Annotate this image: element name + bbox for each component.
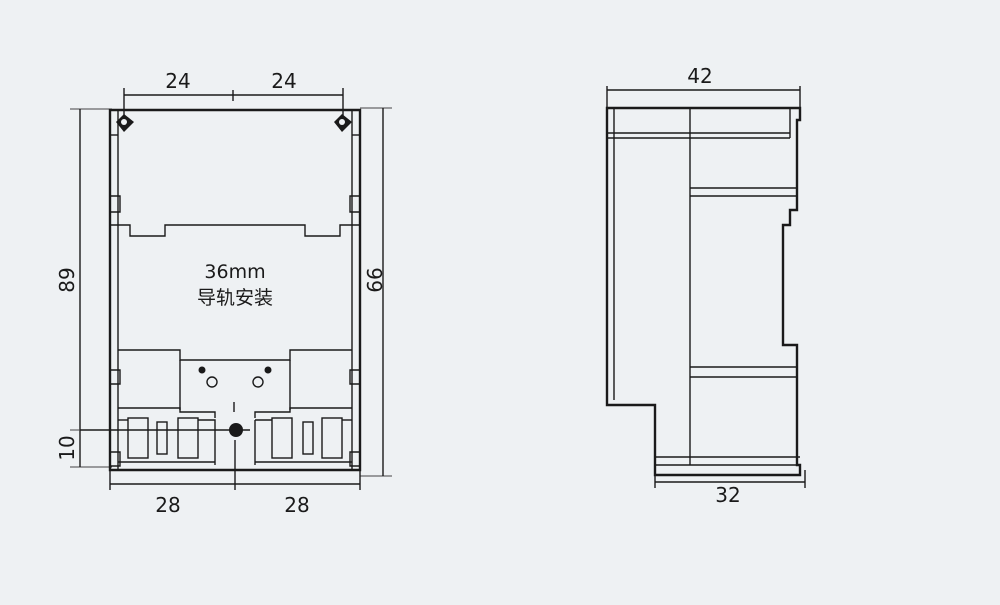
dim-label-right-height: 99: [362, 267, 386, 292]
front-view: 24 24 89 10 99 28 28: [55, 69, 392, 517]
dim-right-99: 99: [360, 107, 392, 477]
dim-left-10: 10: [55, 429, 125, 461]
side-body-outline: [605, 106, 802, 477]
dim-bottom-32: 32: [654, 470, 806, 507]
dim-label-side-top: 42: [687, 64, 712, 88]
mount-screw-left-icon: [116, 114, 134, 132]
center-reference-mark: [80, 402, 250, 437]
dim-left-89: 89: [55, 108, 112, 468]
dim-label-left-height: 89: [55, 267, 79, 292]
dim-label-top-right: 24: [271, 69, 296, 93]
dim-label-bottom-right: 28: [284, 493, 309, 517]
mount-screw-right-icon: [334, 114, 352, 132]
dim-bottom-28-28: 28 28: [109, 440, 361, 517]
dim-top-24-24: 24 24: [123, 69, 344, 118]
dim-label-top-left: 24: [165, 69, 190, 93]
side-view: 42 32: [605, 64, 806, 507]
front-body-outline: [108, 108, 362, 472]
dim-top-42: 42: [606, 64, 801, 108]
dim-label-left-bottom: 10: [55, 435, 79, 460]
rail-slot-profile: [110, 224, 360, 237]
rail-label-install: 导轨安装: [197, 287, 273, 309]
terminal-block: [118, 349, 352, 465]
dim-label-side-bottom: 32: [715, 483, 740, 507]
rail-label-size: 36mm: [204, 261, 265, 283]
dim-label-bottom-left: 28: [155, 493, 180, 517]
